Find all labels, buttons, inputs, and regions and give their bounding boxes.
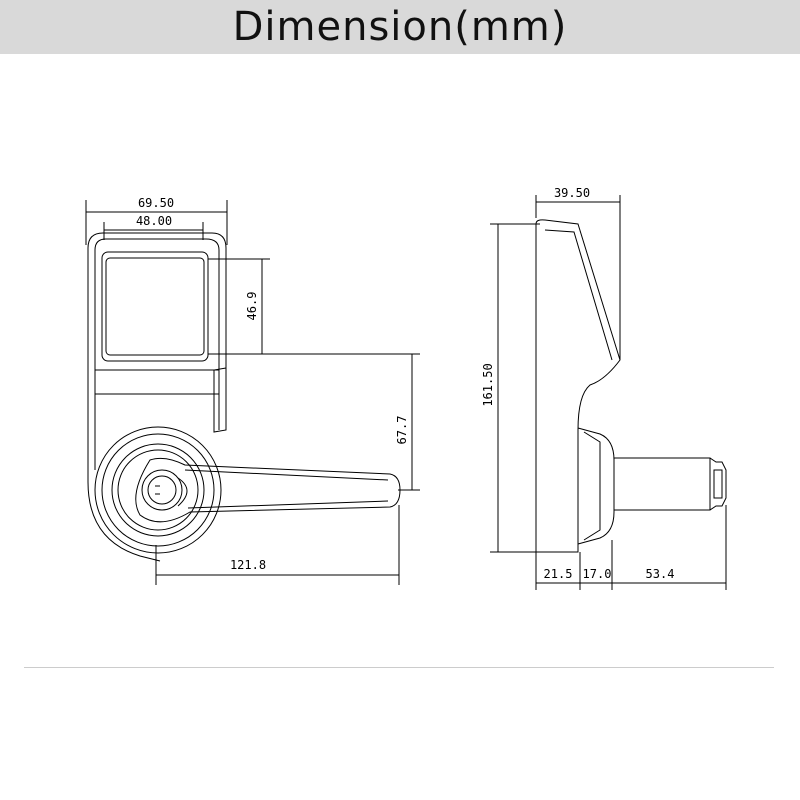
dim-handle-length: 121.8 bbox=[230, 558, 266, 572]
handle-rose-outer bbox=[94, 426, 222, 554]
header-bar: Dimension(mm) bbox=[0, 0, 800, 54]
front-dimension-lines bbox=[85, 200, 420, 585]
dim-overall-width: 69.50 bbox=[138, 196, 174, 210]
dim-screen-width: 48.00 bbox=[136, 214, 172, 228]
key-cylinder bbox=[141, 469, 183, 511]
display-screen bbox=[105, 257, 205, 356]
dim-depth: 39.50 bbox=[554, 186, 590, 200]
side-view bbox=[535, 219, 727, 553]
dim-spindle-length: 53.4 bbox=[646, 567, 675, 581]
dim-screen-height: 46.9 bbox=[245, 292, 259, 321]
front-view bbox=[87, 232, 401, 562]
spindle bbox=[613, 457, 711, 511]
dim-handle-offset: 67.7 bbox=[395, 416, 409, 445]
front-body-outline bbox=[87, 232, 227, 433]
dimension-labels: 69.50 48.00 46.9 67.7 121.8 39.50 161.50… bbox=[136, 186, 675, 581]
side-body-profile bbox=[535, 219, 621, 553]
side-rose bbox=[577, 427, 615, 545]
side-dimension-lines bbox=[490, 195, 727, 590]
page-title: Dimension(mm) bbox=[232, 4, 568, 50]
lever-handle bbox=[135, 457, 401, 523]
dim-body-depth: 21.5 bbox=[544, 567, 573, 581]
dim-rose-depth: 17.0 bbox=[583, 567, 612, 581]
bottom-divider bbox=[24, 667, 774, 668]
dim-height: 161.50 bbox=[481, 363, 495, 406]
